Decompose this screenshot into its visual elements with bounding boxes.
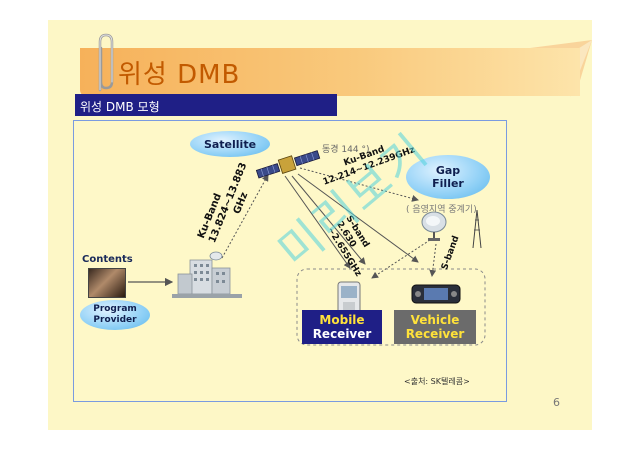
gap-mobile-line	[371, 239, 431, 279]
title-band	[80, 48, 580, 96]
program-provider-2: Provider	[93, 315, 137, 325]
contents-photo	[88, 268, 126, 298]
sband-mobile-line	[284, 175, 351, 269]
paperclip-icon	[98, 33, 114, 92]
gap-filler-note: ( 음영지역 중계기)	[406, 205, 477, 215]
page-title: 위성 DMB	[118, 60, 241, 90]
page-number: 6	[553, 396, 560, 409]
vehicle-receiver-box: Vehicle Receiver	[394, 310, 476, 344]
vehicle-receiver-label-2: Receiver	[405, 327, 465, 341]
gap-filler-label-2: Filler	[432, 177, 464, 190]
downlink-gap-line	[299, 167, 419, 202]
section-title: 위성 DMB 모형	[80, 100, 160, 114]
sband-mobile-line-2	[291, 175, 366, 265]
mobile-receiver-label-2: Receiver	[312, 327, 372, 341]
receiver-region-outline	[296, 268, 486, 346]
orbit-label: 동경 144 °)	[322, 145, 370, 155]
program-provider-1: Program	[93, 304, 137, 314]
source-note: <출처: SK텔레콤>	[404, 377, 470, 386]
program-provider-pill: Program Provider	[80, 300, 150, 330]
gap-vehicle-line	[429, 243, 437, 277]
satellite-label: Satellite	[203, 137, 257, 151]
mobile-receiver-label-1: Mobile	[319, 313, 365, 327]
section-bar	[75, 94, 337, 116]
gap-filler-tower-icon	[472, 210, 482, 248]
gap-filler-pill: Gap Filler	[406, 155, 490, 199]
satellite-icon	[255, 150, 321, 179]
vehicle-receiver-label-1: Vehicle	[410, 313, 460, 327]
mobile-device-icon	[337, 281, 361, 315]
sband-vehicle-line	[297, 173, 419, 263]
gap-filler-label-1: Gap	[435, 164, 461, 177]
satellite-pill: Satellite	[190, 131, 270, 157]
mobile-receiver-box: Mobile Receiver	[302, 310, 382, 344]
broadcast-building-icon	[172, 251, 242, 298]
vehicle-device-icon	[411, 284, 461, 304]
gap-filler-dish-icon	[421, 211, 447, 241]
contents-label: Contents	[82, 254, 133, 265]
